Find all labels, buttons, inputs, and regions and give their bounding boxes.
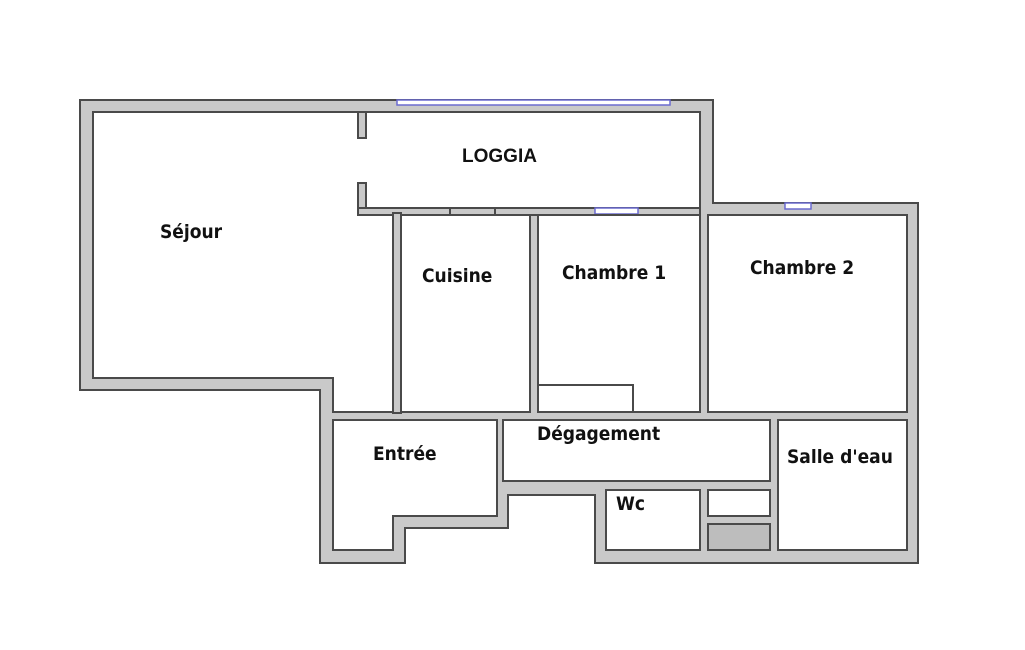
loggia-window: [396, 99, 671, 106]
storage: [707, 489, 771, 517]
shaft: [707, 523, 771, 551]
label-chambre-1: Chambre 1: [562, 262, 666, 284]
partition-wall: [357, 207, 451, 216]
label-degagement: Dégagement: [537, 423, 660, 445]
room-degagement: [502, 419, 771, 482]
label-sejour: Séjour: [160, 221, 223, 243]
chambre1-window: [594, 207, 639, 215]
room-salle-deau: [777, 419, 908, 551]
room-cuisine: [400, 214, 531, 413]
label-loggia: LOGGIA: [462, 146, 537, 167]
label-wc: Wc: [616, 493, 645, 515]
room-entree: [332, 419, 498, 551]
label-salle-deau: Salle d'eau: [787, 446, 893, 468]
room-wc: [605, 489, 701, 551]
closet: [537, 384, 634, 413]
chambre2-window: [784, 202, 812, 210]
label-chambre-2: Chambre 2: [750, 257, 854, 279]
partition-stub: [357, 111, 367, 139]
room-chambre-1: [537, 214, 701, 413]
partition-wall: [392, 212, 402, 414]
label-cuisine: Cuisine: [422, 265, 492, 287]
label-entree: Entrée: [373, 443, 437, 465]
room-chambre-2: [707, 214, 908, 413]
